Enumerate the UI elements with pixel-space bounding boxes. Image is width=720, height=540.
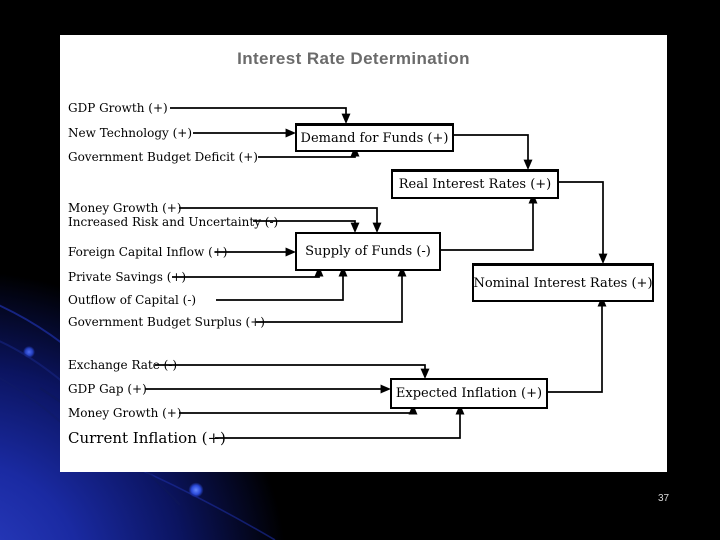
edge-private-savings-to-supply [172, 266, 324, 278]
edge-demand-to-real-rates [450, 134, 533, 170]
edge-expected-inflation-to-nominal-rates [544, 296, 607, 393]
edge-gdp-growth-to-demand [170, 107, 351, 124]
diagram-connectors [145, 107, 608, 439]
edge-money-growth-to-supply [179, 207, 382, 233]
factor-gdp-growth: GDP Growth (+) [68, 101, 168, 115]
factor-increased-risk-uncertainty: Increased Risk and Uncertainty (-) [68, 215, 279, 229]
slide-title: Interest Rate Determination [237, 49, 470, 68]
factor-government-budget-deficit: Government Budget Deficit (+) [68, 150, 258, 164]
edge-supply-to-real-rates [437, 193, 538, 251]
edge-budget-surplus-to-supply [256, 266, 407, 323]
page-number: 37 [658, 493, 670, 504]
factor-money-growth-2: Money Growth (+) [68, 406, 182, 420]
factor-exchange-rate: Exchange Rate (-) [68, 358, 178, 372]
edge-capital-outflow-to-supply [216, 266, 348, 301]
box-real-interest-rates: Real Interest Rates (+) [391, 169, 559, 199]
factor-gdp-gap: GDP Gap (+) [68, 382, 147, 396]
factor-government-budget-surplus: Government Budget Surplus (+) [68, 315, 265, 329]
edge-real-rates-to-nominal-rates [555, 181, 608, 264]
factor-outflow-of-capital: Outflow of Capital (-) [68, 293, 197, 307]
factor-money-growth: Money Growth (+) [68, 201, 182, 215]
edge-money-growth2-to-expected-inflation [179, 404, 418, 415]
box-demand-for-funds: Demand for Funds (+) [295, 123, 454, 152]
background-arc [0, 340, 71, 389]
factor-current-inflation: Current Inflation (+) [68, 429, 226, 447]
factor-private-savings: Private Savings (+) [68, 270, 187, 284]
edge-risk-uncertainty-to-supply [253, 220, 360, 233]
edge-exchange-rate-to-expected-inflation [155, 364, 430, 379]
factor-foreign-capital-inflow: Foreign Capital Inflow (+) [68, 245, 228, 259]
slide: Interest Rate Determination [60, 35, 667, 472]
box-nominal-interest-rates: Nominal Interest Rates (+) [472, 263, 654, 302]
box-supply-of-funds: Supply of Funds (-) [295, 232, 441, 271]
box-expected-inflation: Expected Inflation (+) [390, 378, 548, 409]
factor-new-technology: New Technology (+) [68, 126, 193, 140]
edge-current-inflation-to-expected-inflation [215, 404, 465, 439]
